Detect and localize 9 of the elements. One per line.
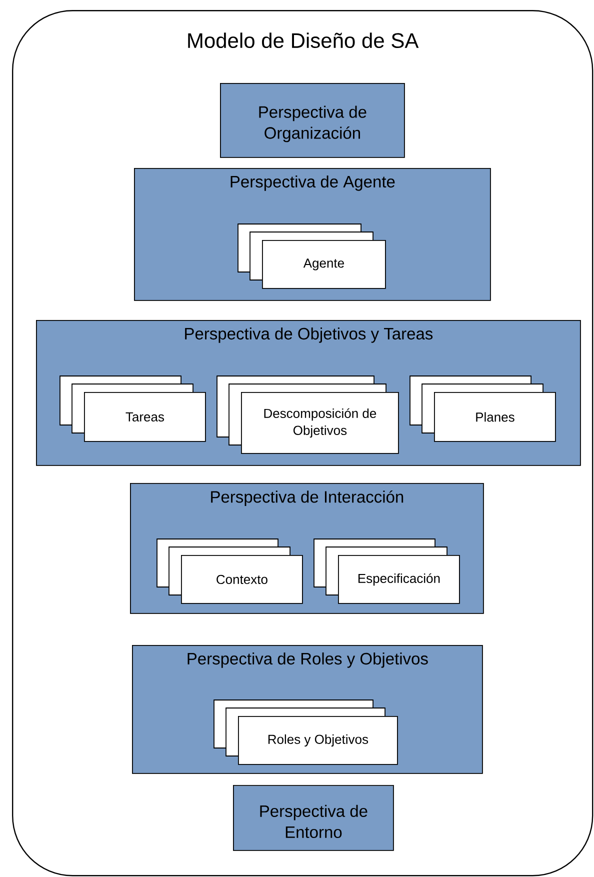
perspective-box: Perspectiva de Organización xyxy=(220,83,405,158)
perspective-box: Perspectiva de Entorno xyxy=(233,785,394,851)
card-stack: Planes xyxy=(410,376,556,442)
card-stack: Tareas xyxy=(60,376,206,442)
card-stack: Contexto xyxy=(156,538,303,604)
card-stack: Descomposición de Objetivos xyxy=(216,376,399,454)
card-stack: Especificación xyxy=(314,538,460,604)
card-stack: Roles y Objetivos xyxy=(214,700,398,765)
card-stack: Agente xyxy=(238,224,386,289)
